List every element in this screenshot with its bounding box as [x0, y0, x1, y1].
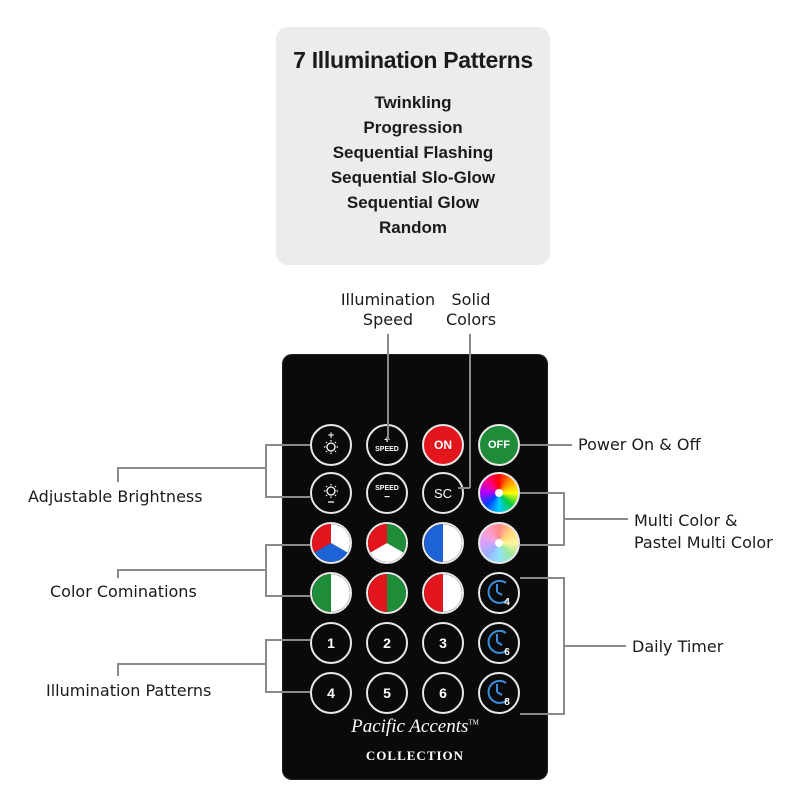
- timer-8-button[interactable]: 8: [478, 672, 520, 714]
- svg-text:6: 6: [504, 647, 510, 658]
- speed-down-button[interactable]: SPEED−: [366, 472, 408, 514]
- solid-colors-label: Solid Colors: [445, 290, 497, 329]
- svg-text:4: 4: [504, 597, 510, 608]
- brightness-label: Adjustable Brightness: [28, 487, 203, 506]
- clock-icon: 6: [487, 629, 510, 658]
- pastel-multi-color-button[interactable]: [478, 522, 520, 564]
- pattern-item: Twinkling: [374, 93, 452, 112]
- brightness-down-button[interactable]: [310, 472, 352, 514]
- patterns-panel: 7 Illumination Patterns Twinkling Progre…: [276, 27, 550, 265]
- combo-red-white-blue-button[interactable]: [310, 522, 352, 564]
- brightness-up-button[interactable]: +: [310, 424, 352, 466]
- illumination-speed-label: Illumination Speed: [340, 290, 436, 329]
- clock-icon: 4: [487, 579, 510, 608]
- pattern-1-button[interactable]: 1: [310, 622, 352, 664]
- color-combo-icon: [424, 574, 462, 612]
- color-combo-icon: [368, 574, 406, 612]
- pattern-5-button[interactable]: 5: [366, 672, 408, 714]
- brand-subtitle: COLLECTION: [365, 748, 465, 763]
- pattern-item: Sequential Slo-Glow: [330, 168, 496, 187]
- pattern-6-button[interactable]: 6: [422, 672, 464, 714]
- power-label: Power On & Off: [578, 435, 701, 454]
- color-combo-icon: [424, 524, 462, 562]
- pattern-3-button[interactable]: 3: [422, 622, 464, 664]
- patterns-title: 7 Illumination Patterns: [293, 47, 533, 73]
- daily-timer-label: Daily Timer: [632, 637, 724, 656]
- clock-icon: 8: [487, 679, 510, 708]
- pattern-item: Sequential Glow: [346, 193, 480, 212]
- pattern-4-button[interactable]: 4: [310, 672, 352, 714]
- pattern-item: Progression: [363, 118, 463, 137]
- timer-6-button[interactable]: 6: [478, 622, 520, 664]
- brightness-up-icon: +: [324, 431, 338, 454]
- combo-green-white-button[interactable]: [310, 572, 352, 614]
- pattern-item: Sequential Flashing: [332, 143, 494, 162]
- pastel-wheel-icon: [495, 539, 503, 547]
- pattern-item: Random: [379, 218, 447, 237]
- pattern-2-button[interactable]: 2: [366, 622, 408, 664]
- color-combo-icon: [368, 524, 406, 562]
- color-combo-icon: [312, 524, 350, 562]
- brand-logo: Pacific AccentsTM: [351, 716, 479, 737]
- combo-blue-white-button[interactable]: [422, 522, 464, 564]
- color-wheel-icon: [495, 489, 503, 497]
- remote-control: + +SPEED ON OFF SPEED−: [282, 354, 548, 780]
- brightness-down-icon: [324, 484, 338, 503]
- combo-red-green-button[interactable]: [366, 572, 408, 614]
- multi-color-button[interactable]: [478, 472, 520, 514]
- illumination-patterns-label: Illumination Patterns: [46, 681, 212, 700]
- combo-red-green-white-button[interactable]: [366, 522, 408, 564]
- patterns-list: Twinkling Progression Sequential Flashin…: [276, 90, 550, 240]
- svg-text:+: +: [327, 431, 335, 441]
- color-combo-icon: [312, 574, 350, 612]
- svg-text:8: 8: [504, 697, 510, 708]
- power-on-button[interactable]: ON: [422, 424, 464, 466]
- power-off-button[interactable]: OFF: [478, 424, 520, 466]
- solid-colors-button[interactable]: SC: [422, 472, 464, 514]
- timer-4-button[interactable]: 4: [478, 572, 520, 614]
- multi-color-label: Multi Color & Pastel Multi Color: [634, 511, 773, 552]
- color-combinations-label: Color Cominations: [50, 582, 197, 601]
- combo-red-white-button[interactable]: [422, 572, 464, 614]
